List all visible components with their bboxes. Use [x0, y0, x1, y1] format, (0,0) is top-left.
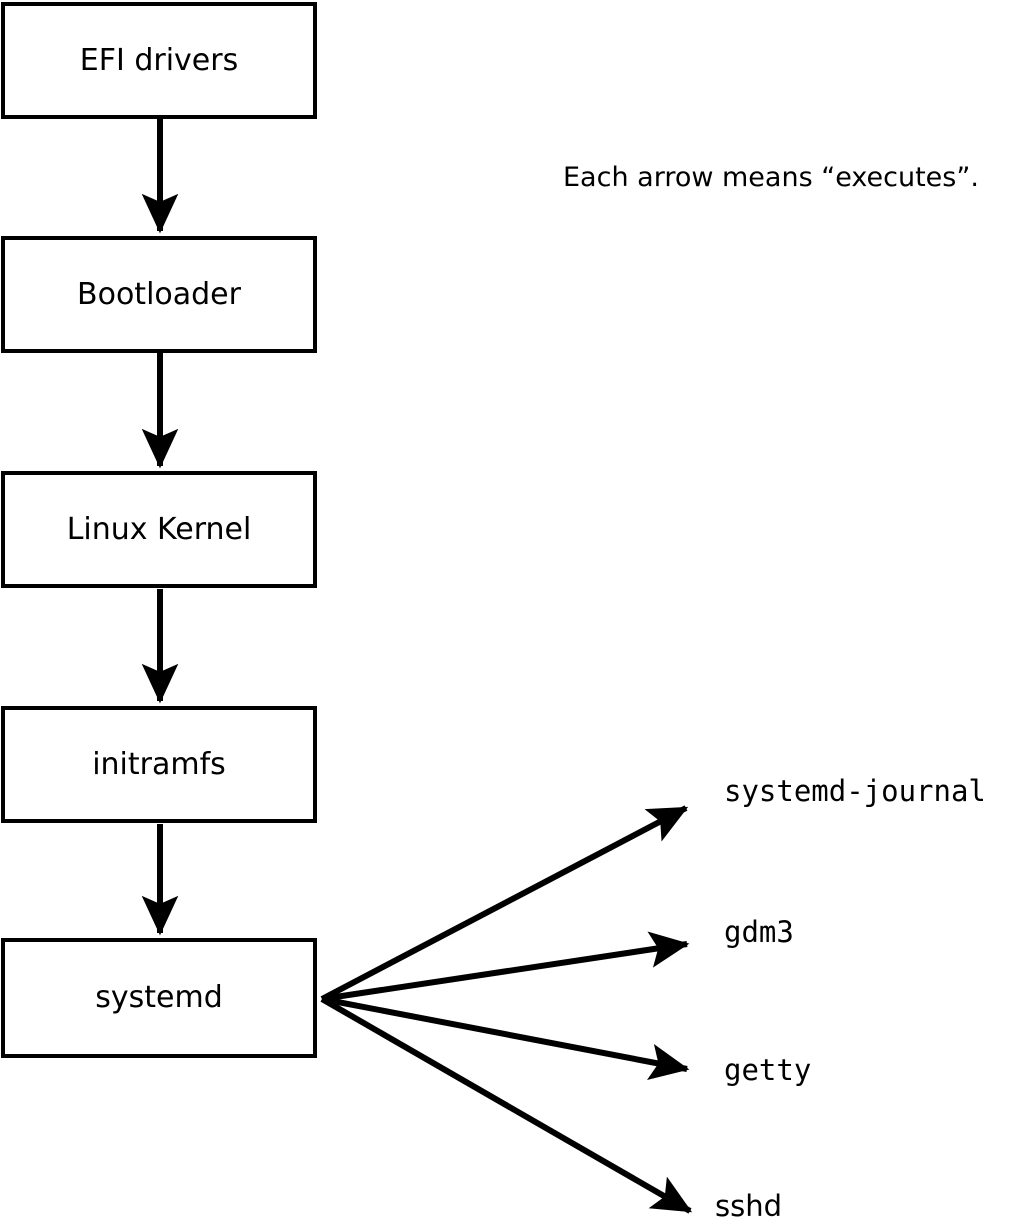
spawn-arrow-systemd-journal	[320, 805, 689, 1002]
stage-box-efi-drivers[interactable]: EFI drivers	[1, 2, 317, 119]
stage-label-initramfs: initramfs	[92, 746, 226, 782]
arrow-meaning-annotation: Each arrow means “executes”.	[563, 162, 979, 193]
process-label-systemd-journal[interactable]: systemd-journal	[724, 774, 986, 808]
process-label-sshd[interactable]: sshd	[715, 1189, 783, 1223]
spawn-arrow-getty	[321, 996, 690, 1080]
process-label-getty[interactable]: getty	[724, 1053, 812, 1087]
stage-label-systemd: systemd	[95, 980, 223, 1015]
stage-label-efi-drivers: EFI drivers	[79, 42, 239, 78]
stage-box-bootloader[interactable]: Bootloader	[1, 236, 317, 353]
spawn-arrow-gdm3	[321, 931, 690, 1002]
spawn-arrow-sshd	[320, 996, 693, 1214]
stage-box-initramfs[interactable]: initramfs	[1, 706, 317, 823]
process-label-gdm3[interactable]: gdm3	[724, 915, 794, 949]
stage-label-bootloader: Bootloader	[77, 276, 241, 312]
stage-box-linux-kernel[interactable]: Linux Kernel	[1, 471, 317, 588]
stage-box-systemd[interactable]: systemd	[1, 938, 317, 1058]
stage-label-linux-kernel: Linux Kernel	[66, 511, 252, 547]
